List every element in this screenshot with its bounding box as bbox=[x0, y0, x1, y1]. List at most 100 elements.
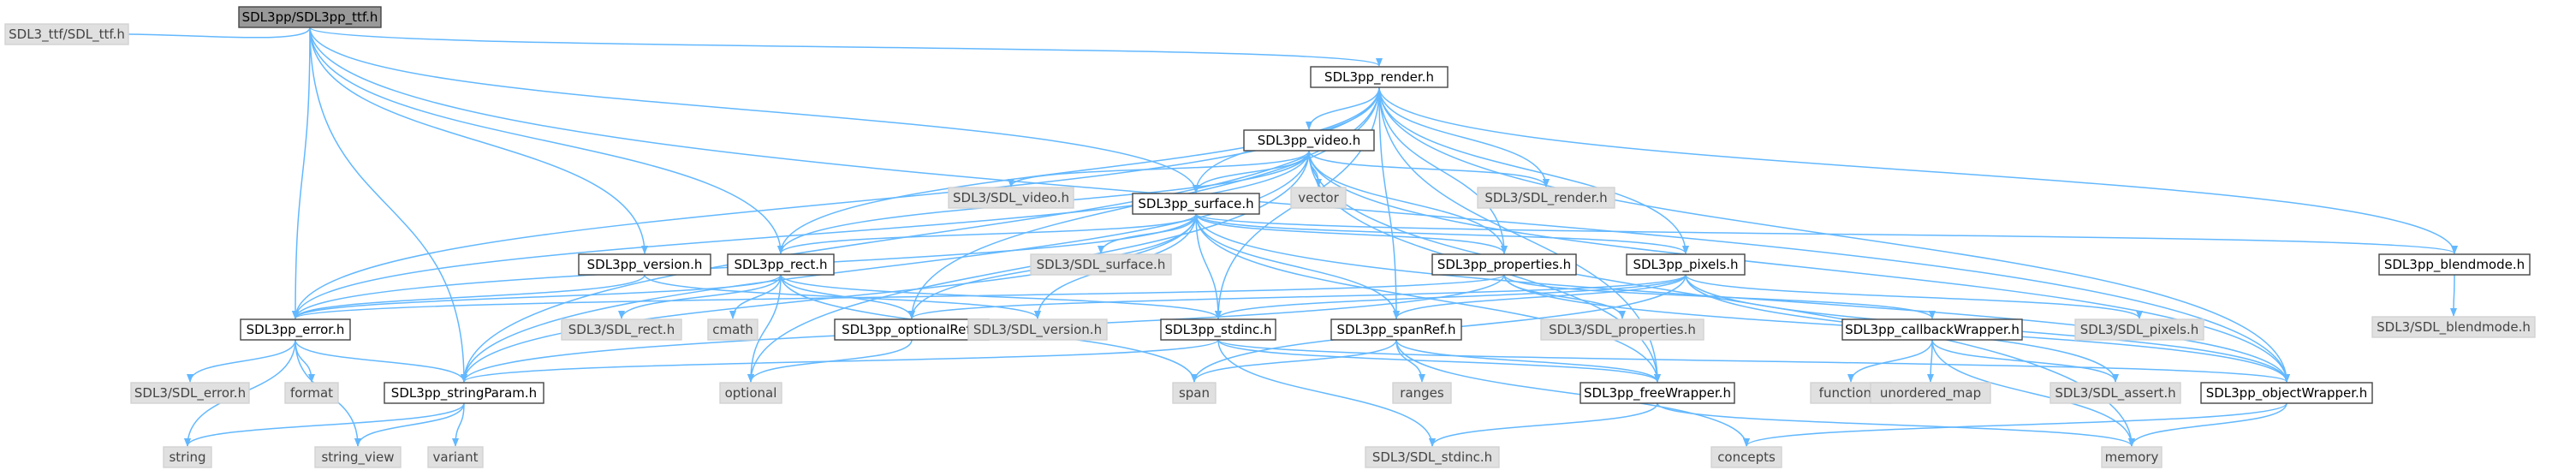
node-label: format bbox=[290, 385, 333, 401]
edge-video-to-properties bbox=[1308, 150, 1508, 254]
node-sdl-ttf: SDL3_ttf/SDL_ttf.h bbox=[4, 23, 129, 45]
edge-callbackwrapper-to-sdl-assert bbox=[1931, 339, 2119, 383]
node-label: SDL3/SDL_version.h bbox=[973, 322, 1102, 338]
node-sdl-render: SDL3/SDL_render.h bbox=[1477, 187, 1615, 209]
node-string: string bbox=[163, 446, 212, 468]
node-objectwrapper[interactable]: SDL3pp_objectWrapper.h bbox=[2200, 382, 2373, 404]
edge-stdinc-to-objectwrapper bbox=[1217, 339, 2290, 383]
node-box bbox=[1132, 193, 1260, 215]
node-stringparam[interactable]: SDL3pp_stringParam.h bbox=[384, 382, 544, 404]
edge-rect-to-sdl-rect bbox=[618, 274, 782, 319]
edge-freewrapper-to-memory bbox=[1657, 402, 2135, 447]
node-sdl-surface: SDL3/SDL_surface.h bbox=[1030, 253, 1172, 276]
node-box bbox=[1160, 318, 1276, 341]
node-cmath: cmath bbox=[707, 318, 759, 341]
edge-error-to-format bbox=[294, 339, 315, 383]
node-optionalref[interactable]: SDL3pp_optionalRef.h bbox=[834, 318, 990, 341]
node-blendmode[interactable]: SDL3pp_blendmode.h bbox=[2378, 253, 2531, 276]
edge-ttf-to-stringparam bbox=[309, 27, 467, 383]
edge-render-to-properties bbox=[1378, 86, 1508, 254]
node-box bbox=[1540, 318, 1704, 341]
node-box bbox=[427, 446, 484, 468]
edge-video-to-optional bbox=[747, 150, 1310, 383]
node-sdl-assert: SDL3/SDL_assert.h bbox=[2049, 382, 2181, 404]
edge-callbackwrapper-to-memory bbox=[1931, 339, 2135, 447]
node-box bbox=[1710, 446, 1782, 468]
node-surface[interactable]: SDL3pp_surface.h bbox=[1132, 193, 1260, 215]
node-spanref[interactable]: SDL3pp_spanRef.h bbox=[1330, 318, 1462, 341]
edge-surface-to-rect bbox=[777, 213, 1197, 254]
node-sdl-video: SDL3/SDL_video.h bbox=[948, 187, 1074, 209]
edge-callbackwrapper-to-unordered-map bbox=[1927, 339, 1935, 383]
node-label: SDL3pp_video.h bbox=[1258, 133, 1361, 149]
node-memory: memory bbox=[2101, 446, 2163, 468]
node-error[interactable]: SDL3pp_error.h bbox=[240, 318, 351, 341]
node-label: SDL3pp_version.h bbox=[587, 257, 703, 273]
node-label: functional bbox=[1819, 385, 1883, 401]
edge-ttf-to-rect bbox=[309, 27, 784, 254]
node-label: SDL3/SDL_blendmode.h bbox=[2377, 319, 2531, 336]
edge-render-to-video bbox=[1306, 86, 1380, 130]
node-vector: vector bbox=[1290, 187, 1347, 209]
edge-rect-to-cmath bbox=[729, 274, 782, 319]
node-freewrapper[interactable]: SDL3pp_freeWrapper.h bbox=[1580, 382, 1735, 404]
edge-version-to-error bbox=[292, 274, 645, 319]
edge-stringparam-to-string bbox=[184, 402, 465, 447]
node-label: SDL3pp/SDL3pp_ttf.h bbox=[242, 9, 378, 26]
node-box bbox=[719, 382, 782, 404]
node-label: SDL3/SDL_render.h bbox=[1484, 190, 1607, 206]
node-callbackwrapper[interactable]: SDL3pp_callbackWrapper.h bbox=[1841, 318, 2023, 341]
node-rect[interactable]: SDL3pp_rect.h bbox=[727, 253, 835, 276]
node-label: vector bbox=[1298, 190, 1339, 205]
node-label: SDL3pp_stdinc.h bbox=[1165, 322, 1272, 338]
node-box bbox=[2101, 446, 2163, 468]
node-box bbox=[1477, 187, 1615, 209]
edge-version-to-sdl-version bbox=[644, 274, 1041, 319]
node-label: SDL3/SDL_rect.h bbox=[568, 322, 675, 338]
node-label: SDL3/SDL_stdinc.h bbox=[1372, 449, 1492, 466]
edge-properties-to-error bbox=[292, 274, 1505, 319]
node-label: concepts bbox=[1717, 449, 1776, 465]
node-box bbox=[384, 382, 544, 404]
edge-surface-to-stdinc bbox=[1195, 213, 1222, 319]
edge-stringparam-to-variant bbox=[452, 402, 465, 447]
node-stdinc[interactable]: SDL3pp_stdinc.h bbox=[1160, 318, 1276, 341]
node-label: SDL3pp_properties.h bbox=[1437, 257, 1571, 273]
node-render[interactable]: SDL3pp_render.h bbox=[1310, 66, 1449, 88]
edge-objectwrapper-to-memory bbox=[2128, 402, 2287, 447]
edge-render-to-sdl-render bbox=[1378, 86, 1550, 187]
edge-surface-to-blendmode bbox=[1195, 213, 2458, 254]
node-label: variant bbox=[433, 449, 479, 465]
node-box bbox=[1243, 129, 1375, 152]
node-box bbox=[1431, 253, 1577, 276]
node-label: memory bbox=[2105, 449, 2159, 465]
edge-rect-to-optionalref bbox=[780, 274, 915, 319]
edge-freewrapper-to-sdl-stdinc bbox=[1429, 402, 1658, 447]
node-box bbox=[967, 318, 1108, 341]
node-properties[interactable]: SDL3pp_properties.h bbox=[1431, 253, 1577, 276]
node-variant: variant bbox=[427, 446, 484, 468]
node-ttf[interactable]: SDL3pp/SDL3pp_ttf.h bbox=[238, 6, 382, 28]
node-label: SDL3pp_pixels.h bbox=[1633, 257, 1738, 273]
node-box bbox=[2371, 316, 2536, 338]
node-label: SDL3/SDL_pixels.h bbox=[2080, 322, 2199, 338]
node-sdl-stdinc: SDL3/SDL_stdinc.h bbox=[1365, 446, 1500, 468]
edge-video-to-error bbox=[292, 150, 1310, 319]
node-label: SDL3pp_freeWrapper.h bbox=[1584, 385, 1731, 402]
node-label: SDL3pp_blendmode.h bbox=[2384, 257, 2525, 273]
node-version[interactable]: SDL3pp_version.h bbox=[578, 253, 711, 276]
edge-video-to-surface bbox=[1193, 150, 1310, 193]
edge-render-to-objectwrapper bbox=[1378, 86, 2290, 383]
node-box bbox=[284, 382, 339, 404]
edge-pixels-to-spanref bbox=[1393, 274, 1687, 319]
node-box bbox=[727, 253, 835, 276]
edge-render-to-rect bbox=[777, 86, 1380, 254]
node-box bbox=[2200, 382, 2373, 404]
node-video[interactable]: SDL3pp_video.h bbox=[1243, 129, 1375, 152]
node-unordered-map: unordered_map bbox=[1870, 382, 1991, 404]
node-label: SDL3/SDL_error.h bbox=[134, 385, 246, 402]
edge-ttf-to-error bbox=[292, 27, 311, 319]
node-box bbox=[1841, 318, 2023, 341]
node-box bbox=[1365, 446, 1500, 468]
node-pixels[interactable]: SDL3pp_pixels.h bbox=[1626, 253, 1746, 276]
